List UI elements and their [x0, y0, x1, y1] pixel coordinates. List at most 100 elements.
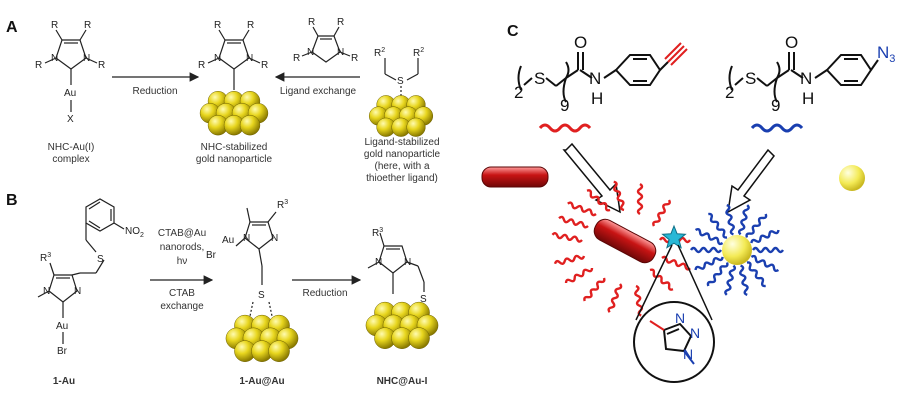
molecule-3-s: S: [420, 294, 427, 305]
alkyne-o: O: [574, 33, 587, 52]
alkyne-subscript-2: 2: [514, 83, 523, 102]
ligand-squiggle: [737, 204, 750, 236]
complex-au: Au: [64, 88, 76, 99]
molecule-3-r3: R3: [372, 227, 383, 239]
zoom-circle: [633, 301, 715, 383]
molecule-1-n-left: N: [43, 286, 50, 297]
alkyne-n: N: [589, 69, 601, 88]
nhc-gold-structure: [207, 29, 261, 90]
free-nhc-n-left: N: [307, 47, 314, 58]
blue-squiggle-legend: [750, 123, 804, 133]
thioether-structure: [384, 58, 419, 96]
molecule-2-n-right: N: [271, 233, 278, 244]
thioether-s: S: [397, 76, 404, 87]
ligand-squiggle: [661, 255, 691, 271]
gold-nanosphere: [839, 165, 865, 191]
alkyne-s: S: [534, 69, 545, 88]
condition-line1: CTAB@Au: [158, 228, 206, 239]
condition-line4: CTAB: [169, 288, 195, 299]
nhc-r-top-right: R: [247, 20, 254, 31]
molecule-1-au: [37, 198, 125, 344]
alkyne-h: H: [591, 89, 603, 108]
complex-r-top-right: R: [84, 20, 91, 31]
ligand-squiggle: [586, 189, 611, 212]
gold-nanoparticle-b2: [365, 301, 439, 349]
molecule-1-au: Au: [56, 321, 68, 332]
triazole-n2: N: [690, 325, 700, 341]
molecule-1-au-at-au: [235, 207, 277, 317]
ligand-squiggle: [567, 201, 597, 217]
blue-ligand-shell: [689, 204, 785, 296]
free-nhc-r-top-left: R: [308, 17, 315, 28]
panel-b-letter: B: [6, 192, 18, 209]
ligand-squiggle: [725, 204, 735, 236]
nhc-n-right: N: [246, 53, 253, 64]
free-nhc-n-right: N: [337, 47, 344, 58]
label-1-au: 1-Au: [53, 376, 75, 387]
ligand-squiggle: [636, 182, 644, 216]
ligand-squiggle: [751, 246, 785, 254]
ligand-squiggle: [750, 254, 780, 273]
molecule-2-n-left: N: [243, 233, 250, 244]
gold-atom-sphere: [268, 340, 290, 362]
free-nhc-r-right: R: [351, 53, 358, 64]
gold-nanorod: [481, 166, 549, 188]
ligand-squiggle: [607, 283, 623, 313]
nitro-group: NO2: [125, 226, 144, 239]
gold-nanoparticle-a: [199, 91, 269, 136]
alkyne-molecule: [517, 52, 669, 103]
ligand-squiggle: [739, 264, 749, 296]
molecule-2-br: Br: [206, 250, 217, 261]
complex-r-left: R: [35, 60, 42, 71]
nhc-n-left: N: [214, 53, 221, 64]
gold-atom-sphere: [408, 327, 430, 349]
ligand-squiggle: [583, 277, 606, 302]
zoom-line-left: [635, 244, 673, 321]
nhc-r-right: R: [261, 60, 268, 71]
azide-o: O: [785, 33, 798, 52]
molecule-1-r3: R3: [40, 252, 51, 264]
gold-atom-sphere: [239, 115, 261, 136]
ligand-squiggle: [558, 215, 589, 229]
red-ligand-shell: [551, 180, 692, 317]
functionalized-nanorod: [593, 218, 657, 264]
azide-subscript-9: 9: [771, 96, 780, 115]
complex-n-left: N: [51, 53, 58, 64]
ligand-squiggle: [689, 246, 723, 254]
panel-c: C 2 S O N H 9: [481, 23, 895, 383]
ligand-squiggle: [745, 213, 768, 238]
stabilized-label-line1: NHC-stabilized: [201, 142, 268, 153]
ligand-label-line3: (here, with a: [374, 161, 429, 172]
azide-subscript-2: 2: [725, 83, 734, 102]
triazole-structure: [649, 320, 695, 365]
azide-group: N3: [877, 43, 895, 65]
ligand-squiggle: [564, 267, 594, 284]
open-arrow-left: [562, 142, 621, 214]
molecule-2-s: S: [258, 290, 265, 301]
complex-n-right: N: [83, 53, 90, 64]
complex-label-line1: NHC-Au(I): [48, 142, 95, 153]
triazole-n1: N: [675, 310, 685, 326]
stabilized-label-line2: gold nanoparticle: [196, 154, 273, 165]
azide-molecule: [728, 52, 879, 103]
ligand-squiggle: [694, 227, 724, 246]
ligand-squiggle: [551, 232, 583, 243]
nhc-au-complex-structure: [44, 29, 98, 112]
panel-b: B NO2 S R3 N N Au Br 1-Au: [6, 192, 439, 387]
molecule-3-n-left: N: [375, 257, 382, 268]
complex-x: X: [67, 114, 74, 125]
triazole-n3: N: [683, 346, 693, 362]
free-nhc-r-top-right: R: [337, 17, 344, 28]
ligand-squiggle: [724, 264, 737, 296]
ligand-squiggle: [613, 180, 625, 212]
functionalized-nanosphere: [722, 235, 752, 265]
complex-label-line2: complex: [52, 154, 89, 165]
ligand-squiggle: [708, 212, 728, 239]
alkyne-subscript-9: 9: [560, 96, 569, 115]
complex-r-right: R: [98, 60, 105, 71]
ligand-label-line2: gold nanoparticle: [364, 149, 441, 160]
ligand-squiggle: [746, 261, 766, 288]
open-arrow-right: [727, 148, 775, 214]
ligand-exchange-label: Ligand exchange: [280, 86, 357, 97]
